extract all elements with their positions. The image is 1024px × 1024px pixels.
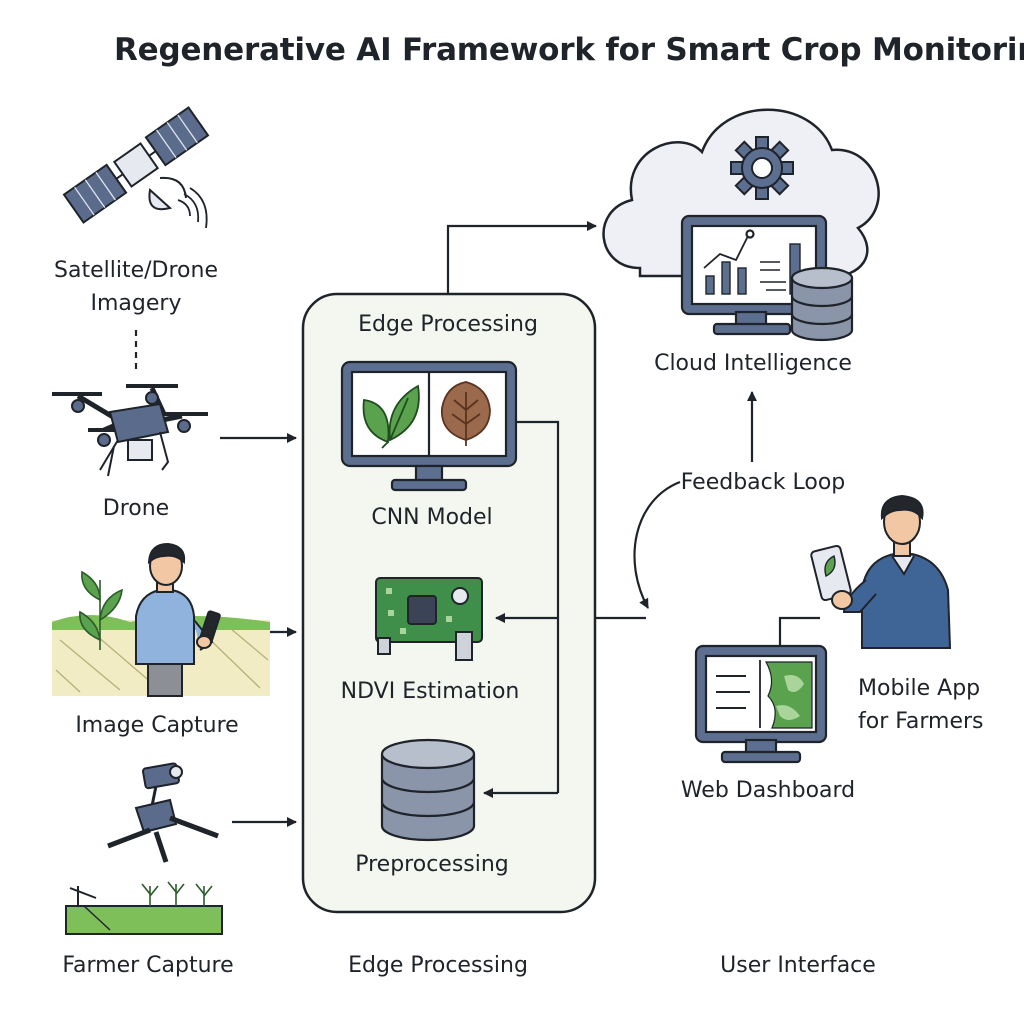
mobile-label-line1: Mobile App: [858, 676, 981, 701]
preprocessing-database-icon: [380, 738, 476, 842]
cnn-model-label: CNN Model: [371, 505, 493, 530]
web-dashboard-label: Web Dashboard: [680, 778, 856, 803]
user-interface-column-label: User Interface: [720, 953, 876, 978]
mobile-label-line2: for Farmers: [858, 709, 984, 734]
ndvi-estimation-label: NDVI Estimation: [340, 679, 520, 704]
mobile-app-label: Mobile App for Farmers: [858, 672, 984, 738]
cloud-database-icon: [790, 266, 854, 342]
arrow-edge-to-cloud: [446, 221, 597, 294]
satellite-label-line1: Satellite/Drone: [54, 258, 218, 283]
gear-icon: [730, 136, 794, 200]
web-to-mobile-line: [778, 616, 820, 646]
diagram-title: Regenerative AI Framework for Smart Crop…: [114, 32, 1024, 68]
drone-icon: [52, 384, 208, 477]
image-capture-scene: [52, 542, 270, 697]
satellite-label-line2: Imagery: [90, 291, 182, 316]
mobile-farmer-person-icon: [810, 494, 952, 649]
preprocessing-label: Preprocessing: [355, 852, 509, 877]
diseased-leaf-icon: [441, 381, 491, 446]
ndvi-circuit-board-icon: [375, 577, 483, 661]
healthy-leaf-icon: [362, 384, 420, 449]
web-dashboard-monitor-icon: [694, 644, 828, 764]
satellite-icon: [62, 106, 210, 229]
analytics-monitor-icon: [680, 214, 828, 336]
cnn-model-monitor-icon: [340, 360, 518, 492]
satellite-imagery-label: Satellite/Drone Imagery: [54, 254, 218, 320]
farmer-capture-label: Farmer Capture: [62, 953, 234, 978]
cloud-intelligence-label: Cloud Intelligence: [654, 351, 852, 376]
farmer-person-icon: [135, 542, 221, 697]
feedback-loop-label: Feedback Loop: [680, 470, 846, 495]
cnn-to-pipeline-line: [516, 420, 560, 793]
image-capture-label: Image Capture: [75, 713, 239, 738]
field-sensor-icon: [65, 762, 223, 935]
feedback-loop-curve: [633, 480, 681, 609]
edge-processing-column-label: Edge Processing: [348, 953, 528, 978]
crop-plant-icon: [79, 570, 123, 650]
drone-label: Drone: [102, 496, 170, 521]
edge-box-title: Edge Processing: [358, 312, 538, 337]
